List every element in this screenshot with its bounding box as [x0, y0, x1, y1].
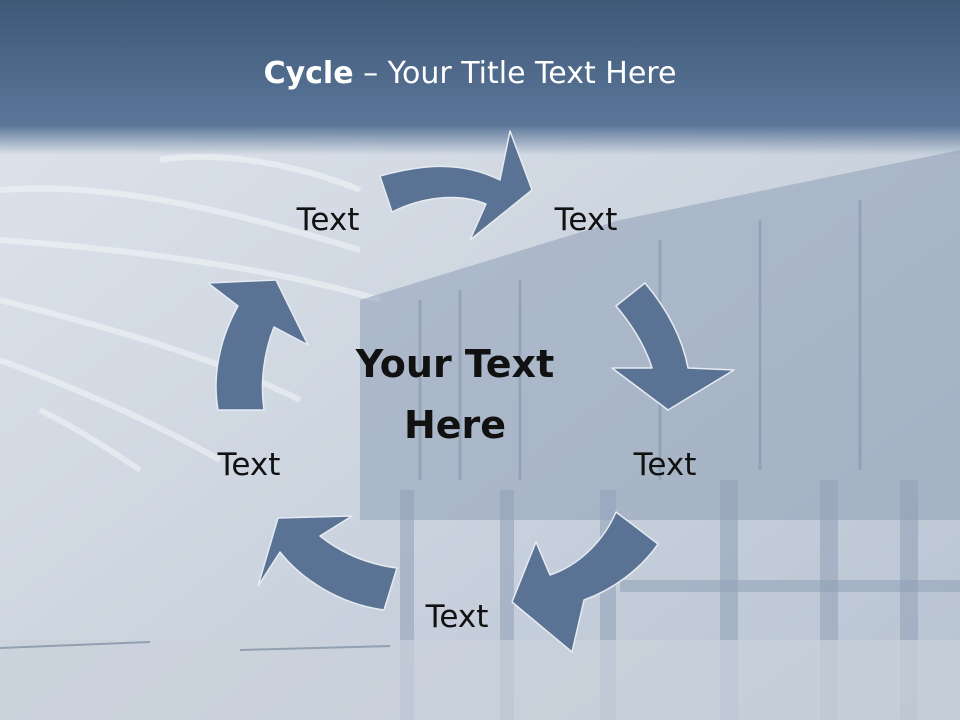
cycle-arrow-1 [379, 130, 533, 241]
house-siding [418, 200, 862, 480]
cycle-arrow-5 [207, 279, 309, 411]
center-text-line2: Here [403, 403, 507, 447]
storm-swirl [0, 153, 381, 473]
cycle-node-1: Text [296, 202, 360, 238]
title-bold: Cycle [263, 56, 354, 91]
cycle-node-5: Text [217, 447, 281, 483]
cycle-arrow-2 [611, 282, 735, 411]
title-rest: – Your Title Text Here [353, 56, 677, 91]
cycle-arrow-3 [511, 511, 659, 653]
cycle-arrow-4 [257, 515, 398, 611]
beach-fence [0, 641, 391, 651]
center-text: Your Text Here [325, 334, 585, 456]
cycle-node-2: Text [554, 202, 618, 238]
cycle-node-3: Text [633, 447, 697, 483]
slide-title: Cycle – Your Title Text Here [0, 56, 940, 91]
center-text-line1: Your Text [355, 342, 555, 387]
cycle-node-4: Text [425, 599, 489, 635]
